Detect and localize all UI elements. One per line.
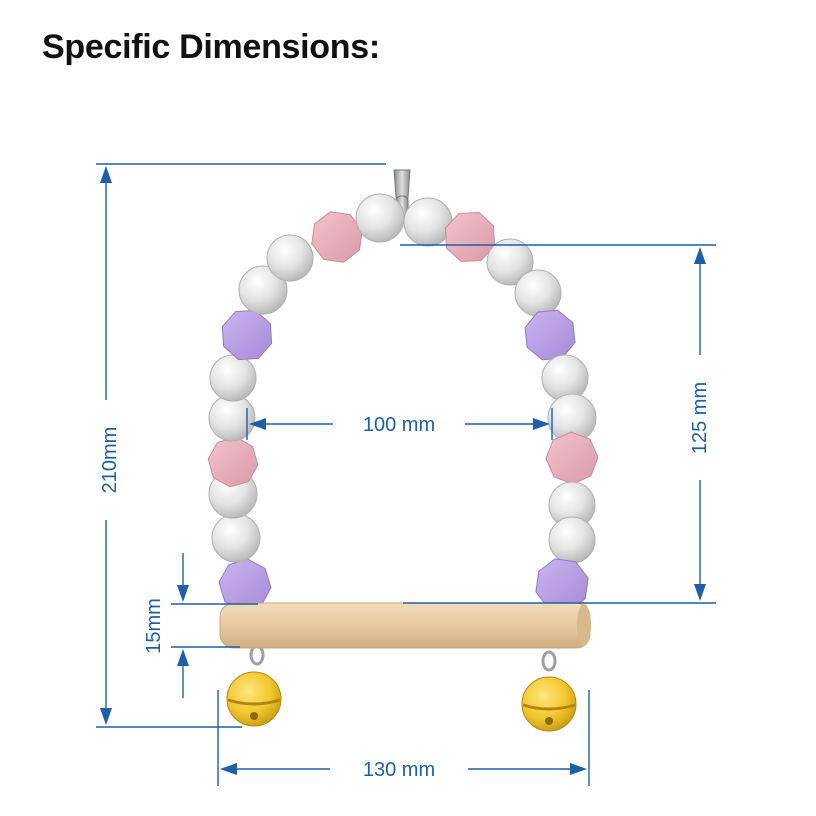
pink-bead [207,436,259,488]
page-title: Specific Dimensions: [42,28,380,66]
purple-bead [535,558,589,612]
right-bell-icon [521,676,577,732]
bead-arch [207,193,599,612]
arch-height-dimension-label: 125 mm [689,382,711,454]
purple-bead [524,309,576,361]
wooden-perch [219,602,591,649]
white-bead [514,269,562,317]
white-bead [209,354,257,402]
purple-bead [221,309,273,361]
bell-hooks [249,644,557,672]
white-bead [238,265,288,315]
left-bell-icon [226,671,282,727]
pink-bead [311,211,363,263]
white-bead [548,516,596,564]
white-bead [355,193,405,243]
white-bead [403,197,453,247]
pink-bead [444,211,496,263]
perch-thickness-dimension-label: 15mm [143,598,165,654]
white-bead [266,234,314,282]
dimension-arrowheads [100,166,706,775]
dimension-lines [96,163,716,786]
white-bead [486,238,534,286]
pink-bead [545,431,599,485]
height-dimension-label: 210mm [99,427,121,494]
perch-width-dimension-label: 130 mm [363,759,435,781]
white-bead [208,394,256,442]
white-bead [211,513,261,563]
white-bead [541,354,589,402]
inner-width-dimension-label: 100 mm [363,414,435,436]
